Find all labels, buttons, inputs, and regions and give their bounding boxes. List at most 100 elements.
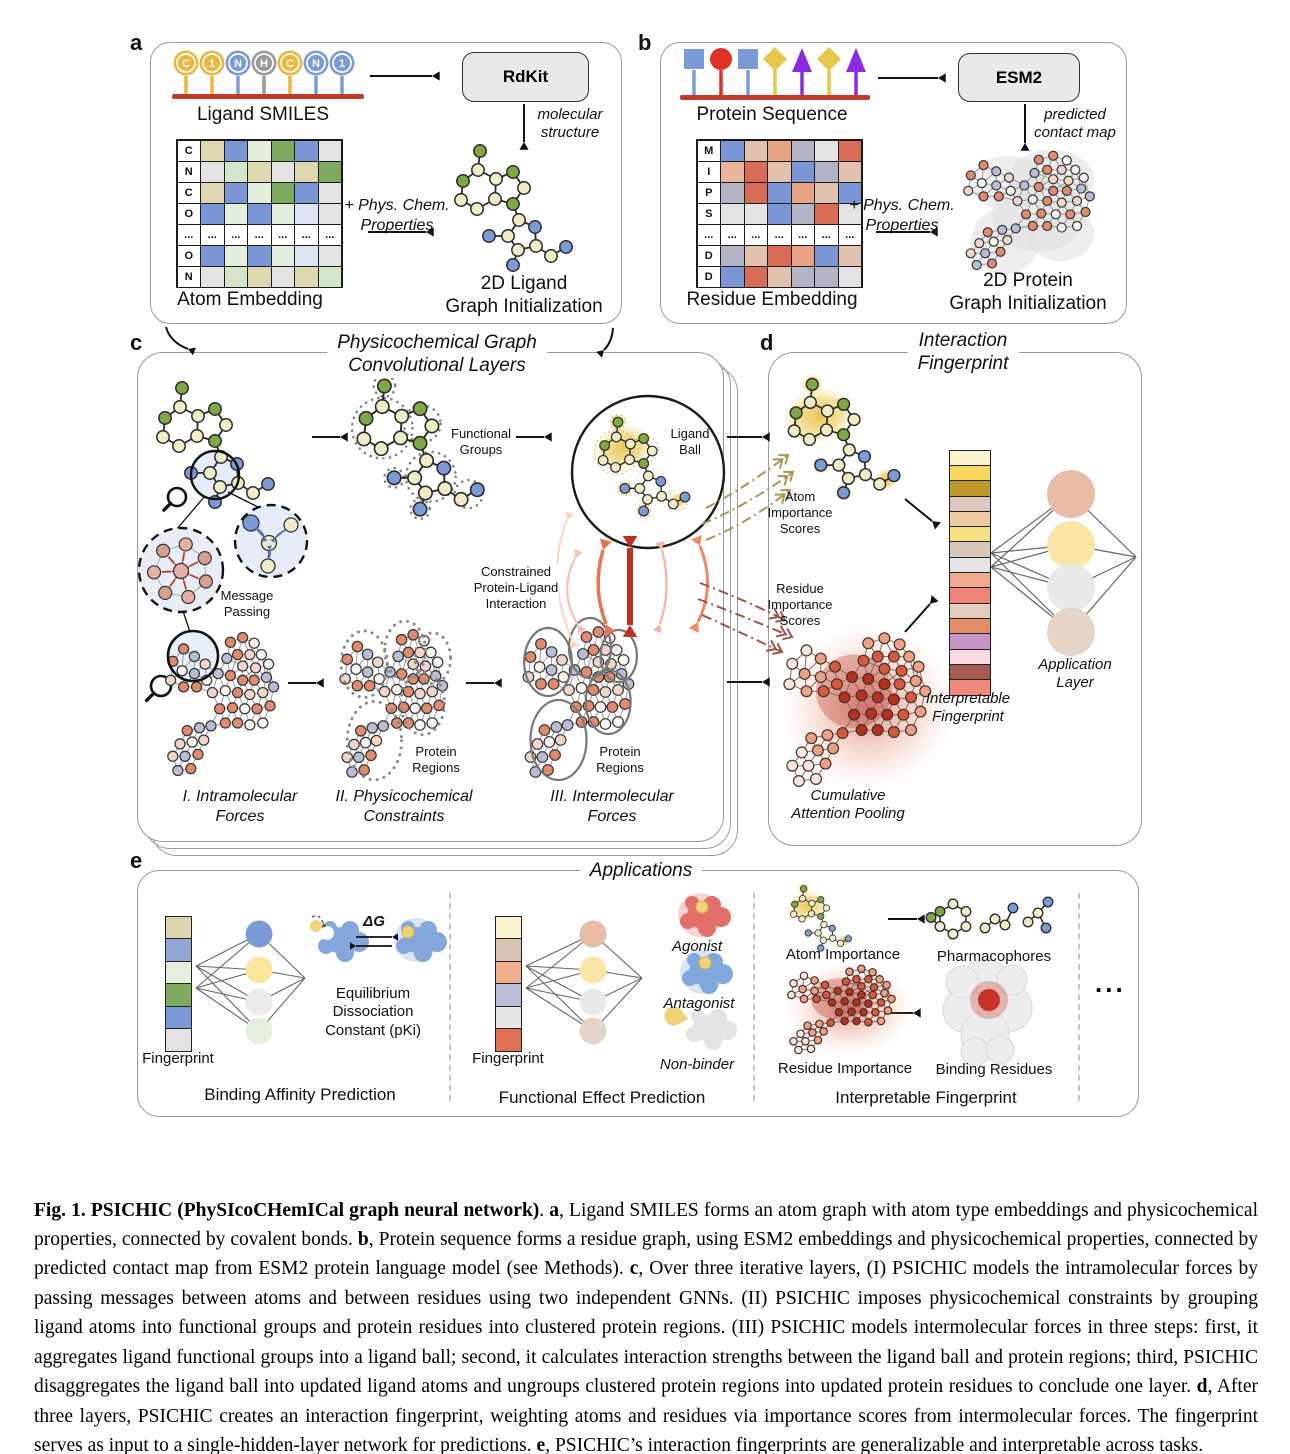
matrix-cell (814, 265, 839, 288)
matrix-cell (743, 244, 768, 267)
panel-d-title: Interaction Fingerprint (907, 328, 1019, 377)
matrix-cell (223, 202, 248, 225)
matrix-cell (837, 244, 862, 267)
fingerprint-cell (495, 983, 522, 1007)
matrix-row-label: ... (176, 223, 201, 246)
section-divider-3 (1078, 893, 1080, 1101)
matrix-cell (790, 139, 815, 162)
fingerprint-cell (949, 556, 991, 574)
binding-affinity-title: Binding Affinity Prediction (204, 1085, 396, 1104)
matrix-cell (294, 202, 319, 225)
binding-fingerprint-label: Fingerprint (142, 1050, 214, 1067)
matrix-row-label: C (176, 139, 201, 162)
functional-fingerprint-column (495, 915, 522, 1052)
matrix-row-label: N (176, 265, 201, 288)
matrix-cell (294, 181, 319, 204)
panel-e-letter: e (130, 848, 143, 873)
matrix-cell (200, 139, 225, 162)
equilibrium-constant-label: Equilibrium Dissociation Constant (pKi) (325, 985, 421, 1039)
matrix-row-label: M (696, 139, 721, 162)
matrix-cell (837, 160, 862, 183)
matrix-cell (814, 202, 839, 225)
matrix-cell (317, 265, 342, 288)
matrix-cell: ... (790, 223, 815, 246)
message-passing-label: Message Passing (220, 588, 274, 619)
matrix-cell (317, 244, 342, 267)
matrix-cell (247, 244, 272, 267)
section-divider-2 (753, 893, 755, 1101)
esm2-label: ESM2 (995, 67, 1043, 87)
matrix-cell (223, 160, 248, 183)
matrix-cell (294, 160, 319, 183)
matrix-row-label: D (696, 265, 721, 288)
step-3-label: III. Intermolecular Forces (550, 788, 674, 825)
panel-d-letter: d (760, 330, 774, 355)
matrix-cell (720, 181, 745, 204)
figure-caption: Fig. 1. PSICHIC (PhySIcoCHemICal graph n… (34, 1199, 1258, 1454)
matrix-row-label: O (176, 244, 201, 267)
ligand-ball-label: Ligand Ball (670, 426, 710, 457)
matrix-cell (200, 202, 225, 225)
matrix-cell (200, 244, 225, 267)
panel-a-letter: a (130, 30, 143, 55)
matrix-cell: ... (294, 223, 319, 246)
binding-fingerprint-column (165, 915, 192, 1052)
matrix-cell: ... (317, 223, 342, 246)
fingerprint-cell (165, 915, 192, 940)
fingerprint-cell (949, 587, 991, 604)
esm2-tool: ESM2 (958, 53, 1080, 102)
svg-text:N: N (234, 58, 242, 70)
matrix-cell: ... (743, 223, 768, 246)
fingerprint-cell (949, 617, 991, 635)
non-binder-label: Non-binder (659, 1056, 735, 1073)
molecular-structure-note: molecular structure (537, 106, 603, 142)
matrix-cell (767, 160, 792, 183)
matrix-cell (317, 139, 342, 162)
matrix-cell (223, 265, 248, 288)
matrix-row-label: C (176, 181, 201, 204)
fingerprint-cell (165, 960, 192, 985)
matrix-row-label: I (696, 160, 721, 183)
svg-text:H: H (260, 58, 268, 70)
fingerprint-cell (165, 1005, 192, 1030)
agonist-label: Agonist (671, 938, 723, 955)
constrained-interaction-label: Constrained Protein-Ligand Interaction (473, 564, 559, 612)
matrix-cell (743, 139, 768, 162)
panel-b-letter: b (638, 30, 652, 55)
matrix-cell (270, 202, 295, 225)
matrix-cell (720, 139, 745, 162)
matrix-cell: ... (270, 223, 295, 246)
cumulative-pooling-label: Cumulative Attention Pooling (791, 787, 905, 823)
matrix-cell (720, 265, 745, 288)
matrix-cell (790, 265, 815, 288)
matrix-cell (200, 181, 225, 204)
atom-importance-label: Atom Importance (785, 946, 901, 963)
fingerprint-cell (165, 983, 192, 1007)
matrix-cell (814, 181, 839, 204)
rdkit-tool: RdKit (462, 52, 589, 102)
matrix-cell: ... (720, 223, 745, 246)
fingerprint-cell (495, 1028, 522, 1052)
matrix-cell (720, 202, 745, 225)
matrix-cell (294, 139, 319, 162)
functional-effect-title: Functional Effect Prediction (498, 1088, 706, 1107)
fingerprint-cell (949, 541, 991, 559)
matrix-cell (767, 139, 792, 162)
matrix-cell (317, 160, 342, 183)
matrix-cell (270, 160, 295, 183)
matrix-row-label: ... (696, 223, 721, 246)
fingerprint-cell (949, 449, 991, 467)
protein-sequence-tokens (680, 46, 870, 100)
fingerprint-cell (949, 510, 991, 528)
functional-fingerprint-label: Fingerprint (472, 1050, 544, 1067)
matrix-cell (767, 244, 792, 267)
matrix-cell (837, 265, 862, 288)
fingerprint-cell (949, 526, 991, 543)
ligand-graph-init-label: 2D Ligand Graph Initialization (445, 273, 603, 318)
interaction-fingerprint-column (949, 449, 991, 696)
matrix-cell (743, 181, 768, 204)
matrix-cell: ... (814, 223, 839, 246)
